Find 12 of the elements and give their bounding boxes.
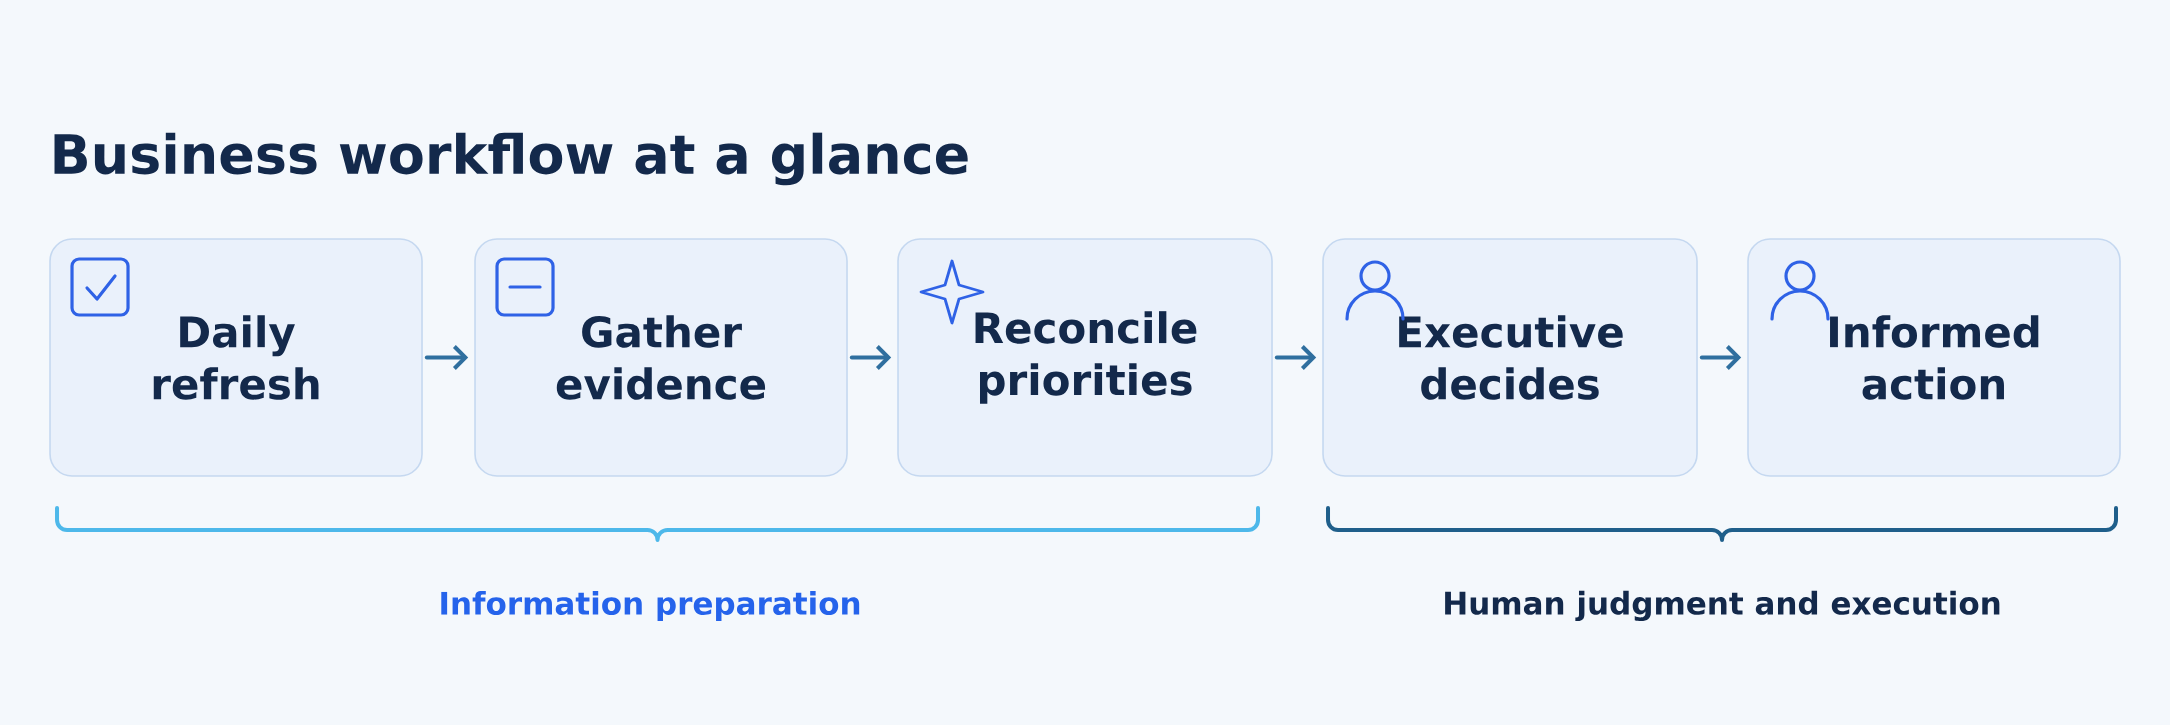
arrow xyxy=(1274,345,1317,370)
arrow xyxy=(1699,345,1742,370)
process-box: Informed action xyxy=(1747,238,2121,477)
group-label: Information preparation xyxy=(441,591,860,621)
process-box: Gather evidence xyxy=(474,238,848,477)
arrow xyxy=(849,345,892,370)
process-box: Daily refresh xyxy=(49,238,423,477)
arrow xyxy=(424,345,469,370)
title: Business workflow at a glance xyxy=(54,132,968,186)
group-label: Human judgment and execution xyxy=(1445,590,2000,622)
process-box: Executive decides xyxy=(1322,238,1698,477)
process-box: Reconcile priorities xyxy=(897,238,1273,477)
